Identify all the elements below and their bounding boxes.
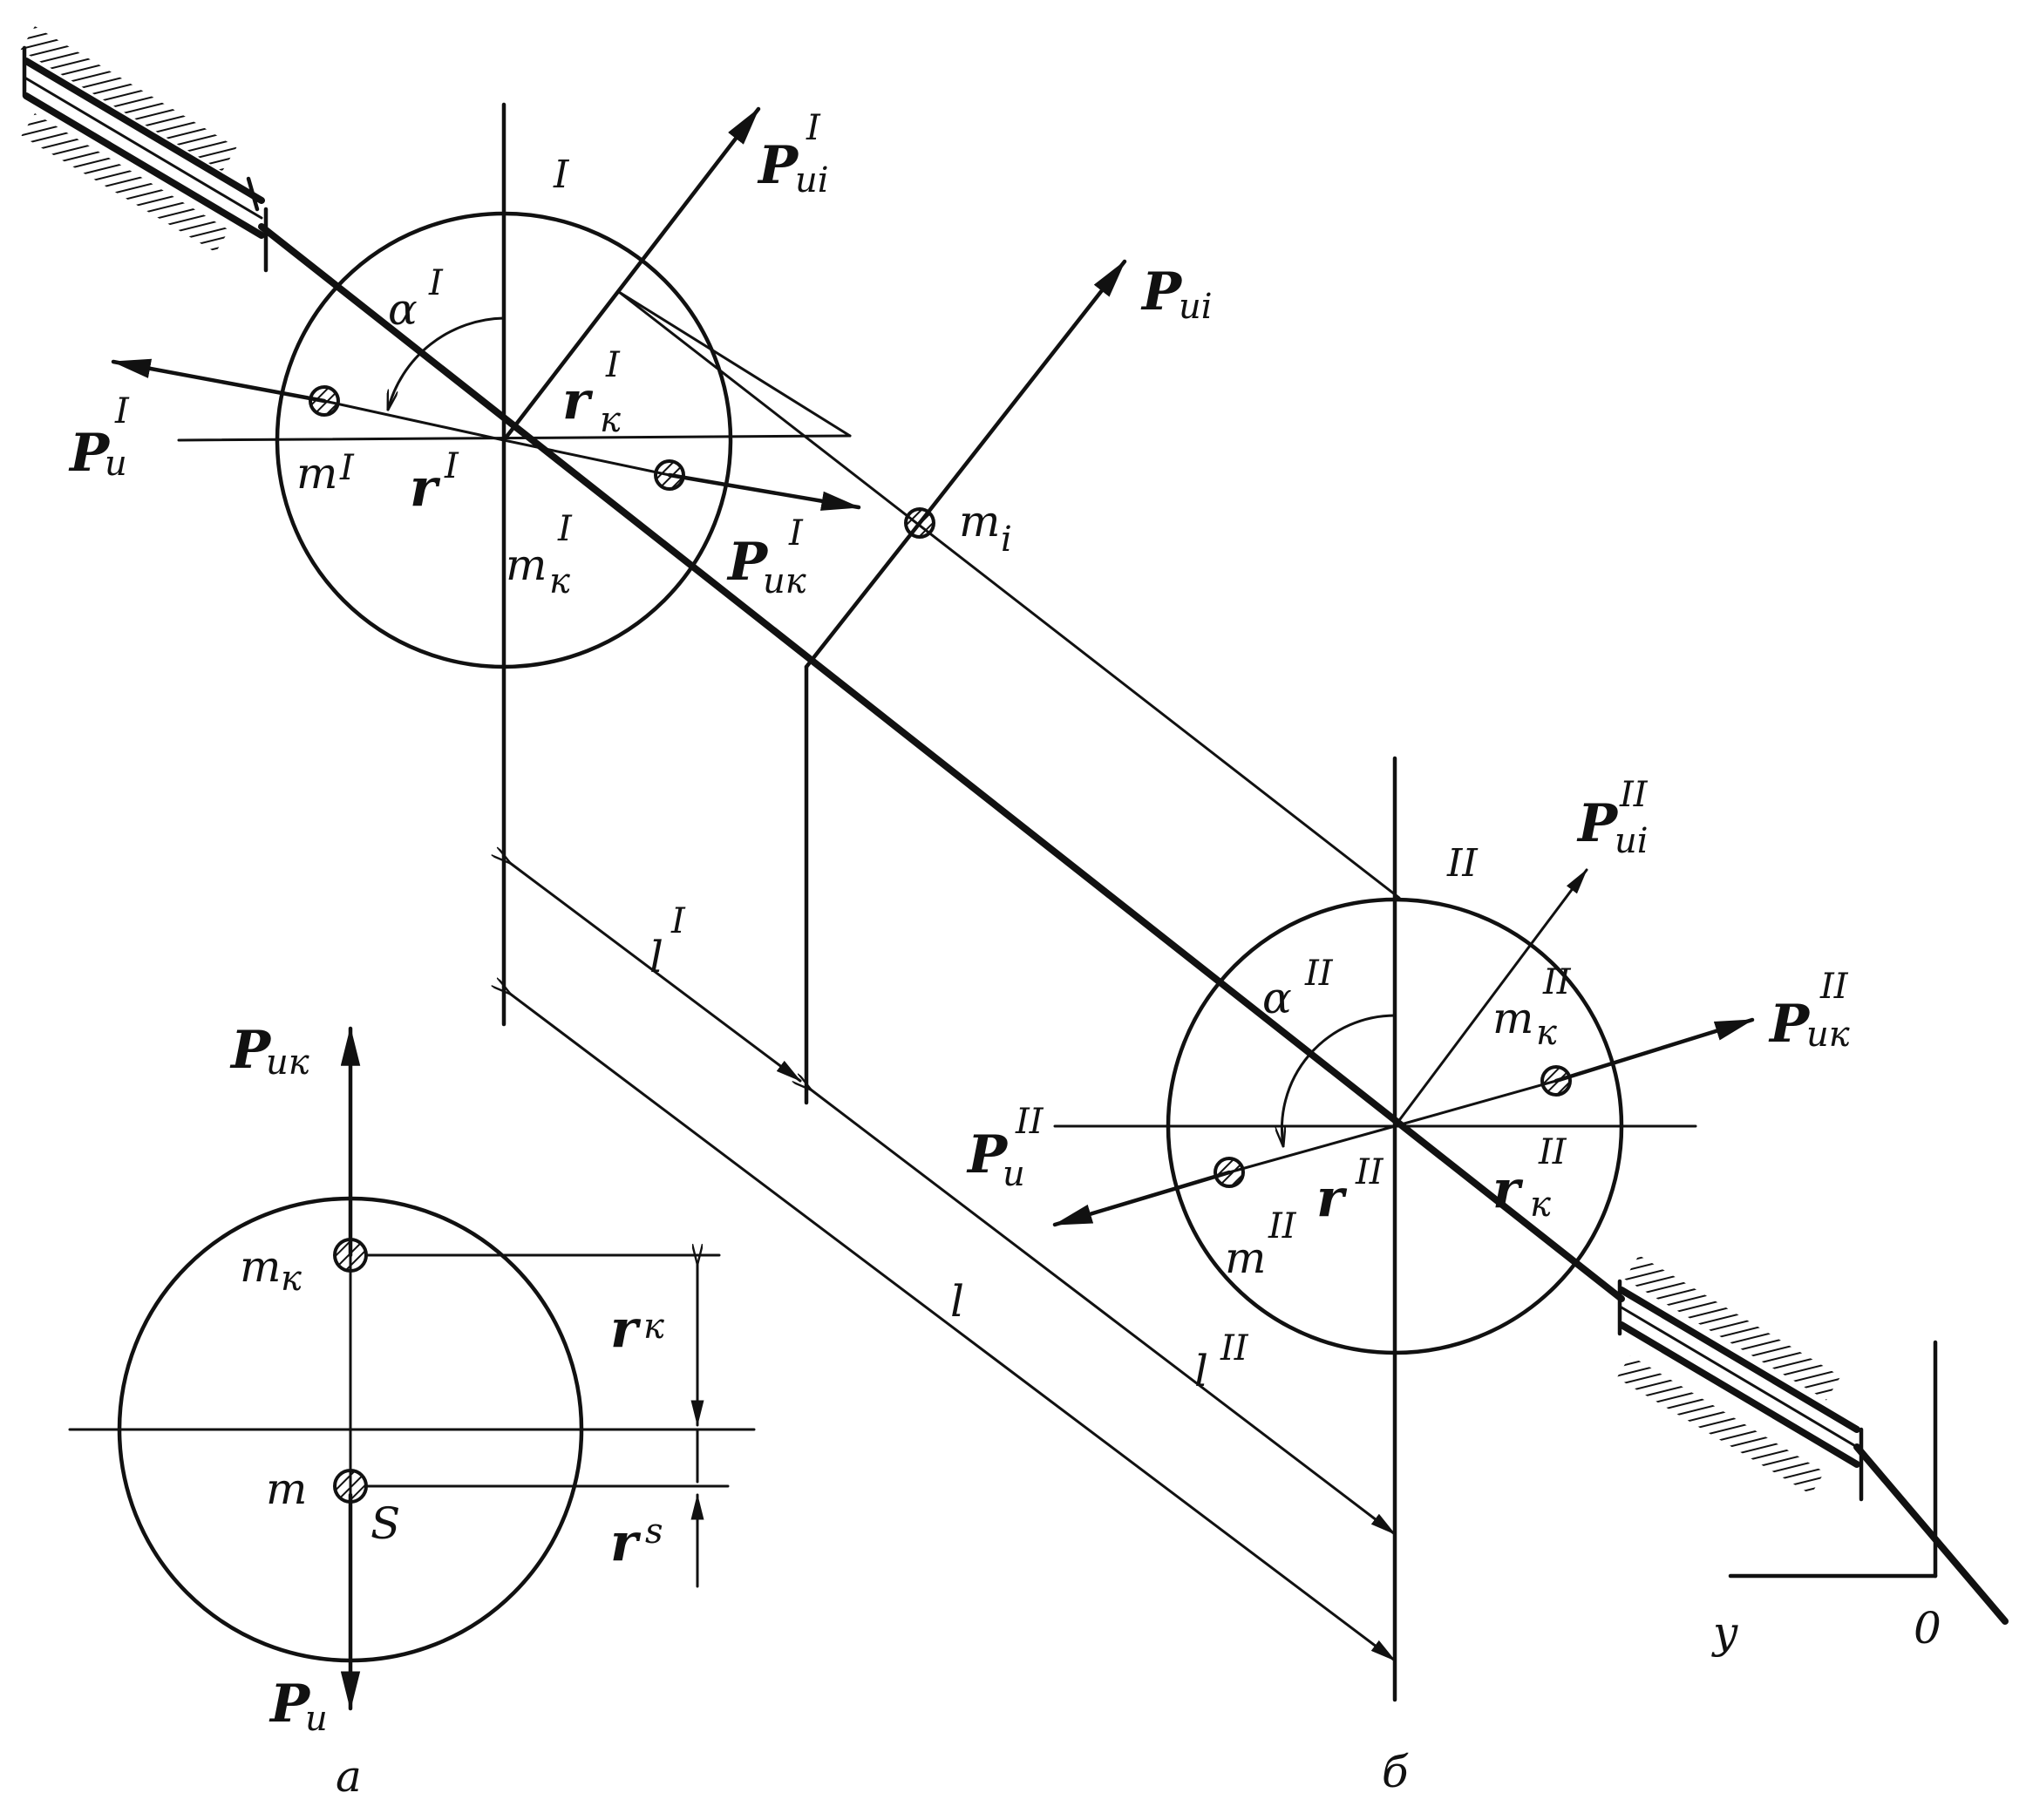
label-S: S: [371, 1498, 400, 1549]
label-origin: 0: [1914, 1603, 1941, 1654]
svg-text:II: II: [1819, 967, 1849, 1007]
svg-text:I: I: [339, 448, 355, 488]
svg-text:к: к: [600, 400, 621, 440]
shaft-labels: I II α I α II P и I m I r I r к I m к I …: [68, 108, 1941, 1797]
svg-text:к: к: [1530, 1185, 1551, 1225]
svg-text:ик: ик: [266, 1042, 309, 1083]
svg-text:I: I: [114, 391, 130, 431]
mass-mk-II: [1540, 1065, 1572, 1097]
label-li-II: l: [1194, 1346, 1208, 1396]
mass-m-I: [309, 385, 340, 417]
single-disc-labels: P ик m к m S P и r к r s а: [229, 1020, 664, 1802]
label-P-i: P: [269, 1674, 311, 1735]
svg-text:II: II: [1619, 775, 1649, 815]
label-rk-II: r: [1492, 1159, 1524, 1220]
single-disc-diagram: [68, 1026, 756, 1711]
label-m-I: m: [296, 448, 337, 499]
svg-text:иi: иi: [1615, 821, 1649, 861]
bearing-bottom-right: [1616, 1255, 1864, 1502]
label-disc-one: I: [553, 153, 570, 197]
svg-text:и: и: [305, 1699, 328, 1739]
label-r-II: r: [1316, 1168, 1348, 1229]
bearing-top-left: [20, 26, 269, 273]
label-l: l: [950, 1276, 964, 1327]
svg-text:II: II: [1304, 954, 1334, 994]
shaft-diagram: [20, 26, 2009, 1702]
label-fig-b: б: [1382, 1747, 1409, 1797]
label-P-ii: P: [1140, 261, 1183, 323]
label-mk-I: m: [506, 540, 547, 590]
label-alpha-II: α: [1262, 973, 1292, 1023]
mass-m-II: [1214, 1157, 1245, 1188]
label-P-ik: P: [229, 1020, 272, 1081]
mass-mi: [904, 507, 935, 539]
label-disc-two: II: [1446, 841, 1479, 886]
svg-text:I: I: [557, 509, 573, 549]
svg-text:i: i: [1001, 520, 1012, 560]
coordinate-axes: [1728, 1340, 1938, 1579]
label-li-I: l: [649, 932, 663, 982]
dimension-lines: [510, 863, 1397, 1662]
svg-text:II: II: [1268, 1206, 1297, 1246]
disc-two: [1052, 756, 1755, 1702]
mass-mk: [333, 1238, 368, 1273]
svg-text:и: и: [105, 444, 127, 484]
label-y: y: [1711, 1607, 1738, 1658]
svg-text:ик: ик: [1806, 1015, 1850, 1055]
mass-m: [333, 1469, 368, 1504]
svg-text:I: I: [806, 108, 821, 148]
svg-text:к: к: [549, 561, 570, 601]
force-arrow-P-ii: [917, 259, 1127, 526]
label-alpha-I: α: [388, 284, 418, 335]
svg-text:I: I: [670, 901, 686, 941]
svg-text:I: I: [428, 263, 444, 303]
label-rk-I: r: [562, 370, 594, 431]
svg-text:II: II: [1355, 1152, 1384, 1192]
force-arrow-P-ii-I: [501, 106, 761, 443]
svg-text:II: II: [1220, 1328, 1249, 1368]
svg-text:II: II: [1015, 1102, 1044, 1142]
svg-text:к: к: [643, 1307, 664, 1347]
svg-text:II: II: [1542, 962, 1572, 1002]
label-r-I: r: [410, 458, 441, 519]
shaft-axis: [258, 223, 1625, 1302]
label-m-II: m: [1225, 1233, 1266, 1283]
svg-text:I: I: [605, 345, 621, 385]
label-P-ii-I: P: [757, 135, 799, 196]
label-mk: m: [240, 1241, 281, 1292]
svg-text:I: I: [788, 513, 804, 553]
label-rk: r: [610, 1299, 642, 1360]
force-arrow-P-ik-I: [667, 472, 861, 511]
svg-text:к: к: [1536, 1013, 1557, 1053]
label-fig-a: а: [336, 1751, 362, 1802]
svg-text:и: и: [1003, 1154, 1025, 1194]
label-m: m: [266, 1463, 307, 1514]
label-P-i-II: P: [966, 1124, 1009, 1185]
svg-text:иi: иi: [1179, 287, 1213, 327]
svg-text:s: s: [645, 1511, 663, 1552]
force-arrow-P-i-II: [1052, 1170, 1232, 1227]
svg-text:к: к: [281, 1259, 302, 1299]
svg-text:иi: иi: [795, 160, 829, 200]
label-mk-II: m: [1492, 993, 1533, 1043]
mass-mk-I: [654, 459, 685, 491]
label-rs: r: [610, 1512, 642, 1573]
shaft-axis-end: [1853, 1443, 2009, 1625]
force-arrow-P-i-I: [111, 358, 327, 404]
svg-text:ик: ик: [763, 561, 806, 601]
label-mi: m: [959, 496, 1000, 547]
force-arrow-P-ii-II: [1393, 868, 1588, 1128]
svg-text:I: I: [444, 446, 459, 486]
label-P-ik-II: P: [1768, 994, 1811, 1055]
label-P-i-I: P: [68, 423, 111, 484]
force-arrow-P-ik-II: [1553, 1017, 1755, 1083]
label-P-ii-II: P: [1576, 793, 1619, 854]
svg-text:II: II: [1538, 1132, 1567, 1172]
label-P-ik-I: P: [726, 532, 769, 593]
